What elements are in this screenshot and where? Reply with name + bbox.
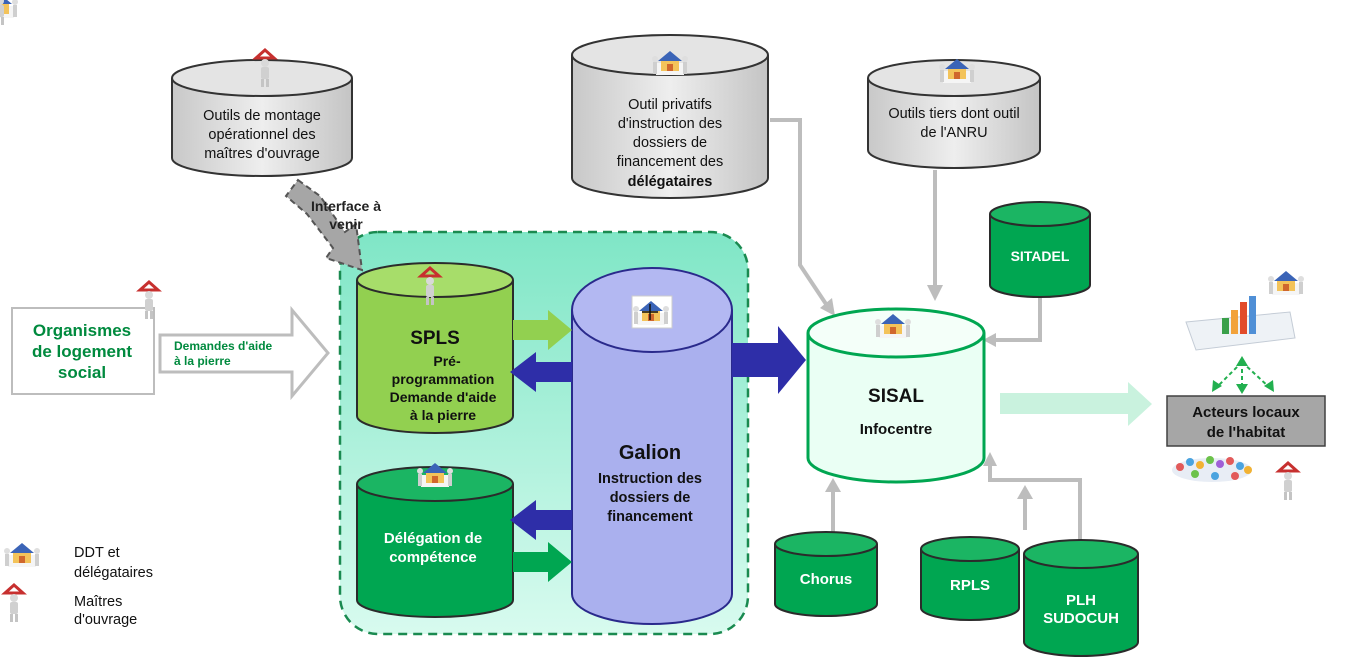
svg-text:social: social bbox=[58, 363, 106, 382]
svg-text:SUDOCUH: SUDOCUH bbox=[1043, 610, 1119, 627]
owner-house-icon bbox=[0, 0, 4, 25]
svg-text:SPLS: SPLS bbox=[410, 328, 460, 349]
svg-text:compétence: compétence bbox=[389, 549, 477, 566]
svg-text:Pré-: Pré- bbox=[433, 353, 461, 369]
svg-text:DDT et: DDT et bbox=[74, 545, 120, 561]
svg-text:Délégation de: Délégation de bbox=[384, 530, 482, 547]
svg-text:Instruction des: Instruction des bbox=[598, 471, 702, 487]
svg-text:délégataires: délégataires bbox=[628, 174, 713, 190]
sisal-label: SISAL Infocentre bbox=[860, 386, 933, 438]
demandes-arrow-shape bbox=[158, 305, 330, 401]
chorus-db bbox=[774, 531, 878, 617]
chorus-label: Chorus bbox=[800, 571, 853, 588]
montage-label: Outils de montage opérationnel des maîtr… bbox=[203, 108, 321, 162]
galion-to-sisal-arrow bbox=[732, 326, 806, 394]
svg-text:venir: venir bbox=[329, 216, 363, 232]
legend: DDT et délégataires Maîtres d'ouvrage bbox=[74, 545, 153, 628]
plh-label: PLH SUDOCUH bbox=[1043, 592, 1119, 627]
dashed-arrowheads bbox=[1212, 356, 1274, 394]
rpls-label: RPLS bbox=[950, 577, 990, 594]
svg-text:financement des: financement des bbox=[617, 154, 723, 170]
flow-arrows-left bbox=[510, 310, 572, 582]
interface-arrow bbox=[284, 178, 364, 272]
privatifs-label: Outil privatifs d'instruction des dossie… bbox=[617, 97, 723, 190]
spls-db bbox=[356, 262, 514, 434]
svg-text:à la pierre: à la pierre bbox=[410, 407, 476, 423]
acteurs-label: Acteurs locaux de l'habitat bbox=[1192, 404, 1300, 441]
demandes-label: Demandes d'aide à la pierre bbox=[174, 339, 273, 368]
tiers-db bbox=[867, 59, 1041, 169]
delegation-label: Délégation de compétence bbox=[384, 530, 482, 566]
svg-text:Galion: Galion bbox=[619, 442, 681, 464]
galion-label: Galion Instruction des dossiers de finan… bbox=[598, 442, 702, 525]
svg-text:Acteurs locaux: Acteurs locaux bbox=[1192, 404, 1300, 421]
svg-text:à la pierre: à la pierre bbox=[174, 354, 231, 368]
interface-label: Interface à venir bbox=[311, 198, 381, 232]
connector-lines bbox=[770, 118, 1082, 545]
svg-text:de logement: de logement bbox=[32, 342, 132, 361]
svg-text:programmation: programmation bbox=[392, 371, 495, 387]
move-cursor-icon bbox=[642, 304, 658, 320]
spls-label: SPLS Pré- programmation Demande d'aide à… bbox=[390, 328, 497, 423]
svg-text:Outils de montage: Outils de montage bbox=[203, 108, 321, 124]
svg-text:Infocentre: Infocentre bbox=[860, 421, 933, 438]
rpls-db bbox=[920, 536, 1020, 621]
tiers-label: Outils tiers dont outil de l'ANRU bbox=[888, 106, 1019, 141]
svg-text:opérationnel des: opérationnel des bbox=[208, 127, 315, 143]
svg-text:financement: financement bbox=[607, 509, 693, 525]
svg-text:dossiers de: dossiers de bbox=[610, 490, 691, 506]
svg-text:Maîtres: Maîtres bbox=[74, 594, 122, 610]
chart-icon bbox=[1185, 296, 1296, 351]
acteurs-box bbox=[1166, 395, 1326, 447]
svg-text:de l'ANRU: de l'ANRU bbox=[920, 125, 987, 141]
svg-text:Interface à: Interface à bbox=[311, 198, 381, 214]
owner-house-icon bbox=[3, 583, 25, 624]
ddt-house-icon bbox=[4, 543, 40, 567]
svg-text:d'instruction des: d'instruction des bbox=[618, 116, 722, 132]
sitadel-label: SITADEL bbox=[1011, 248, 1070, 264]
svg-text:Outils tiers dont outil: Outils tiers dont outil bbox=[888, 106, 1019, 122]
crowd-icon bbox=[1172, 456, 1252, 482]
organismes-label: Organismes de logement social bbox=[32, 321, 132, 382]
svg-text:Organismes: Organismes bbox=[33, 321, 131, 340]
sitadel-db bbox=[989, 201, 1091, 298]
svg-text:Outil privatifs: Outil privatifs bbox=[628, 97, 712, 113]
organismes-box bbox=[11, 307, 155, 395]
svg-text:d'ouvrage: d'ouvrage bbox=[74, 612, 137, 628]
svg-text:PLH: PLH bbox=[1066, 592, 1096, 609]
privatifs-db bbox=[571, 34, 769, 199]
svg-text:Demandes d'aide: Demandes d'aide bbox=[174, 339, 273, 353]
plh-db bbox=[1023, 539, 1139, 657]
svg-text:de l'habitat: de l'habitat bbox=[1207, 424, 1286, 441]
svg-text:dossiers de: dossiers de bbox=[633, 135, 707, 151]
svg-text:délégataires: délégataires bbox=[74, 565, 153, 581]
owner-house-icon bbox=[1277, 461, 1299, 502]
ddt-house-icon bbox=[1268, 271, 1304, 295]
svg-text:SISAL: SISAL bbox=[868, 386, 924, 407]
svg-text:Demande d'aide: Demande d'aide bbox=[390, 389, 497, 405]
sisal-to-acteurs-arrow bbox=[1000, 382, 1152, 426]
connector-arrowheads bbox=[820, 285, 1033, 499]
svg-text:maîtres d'ouvrage: maîtres d'ouvrage bbox=[204, 146, 320, 162]
